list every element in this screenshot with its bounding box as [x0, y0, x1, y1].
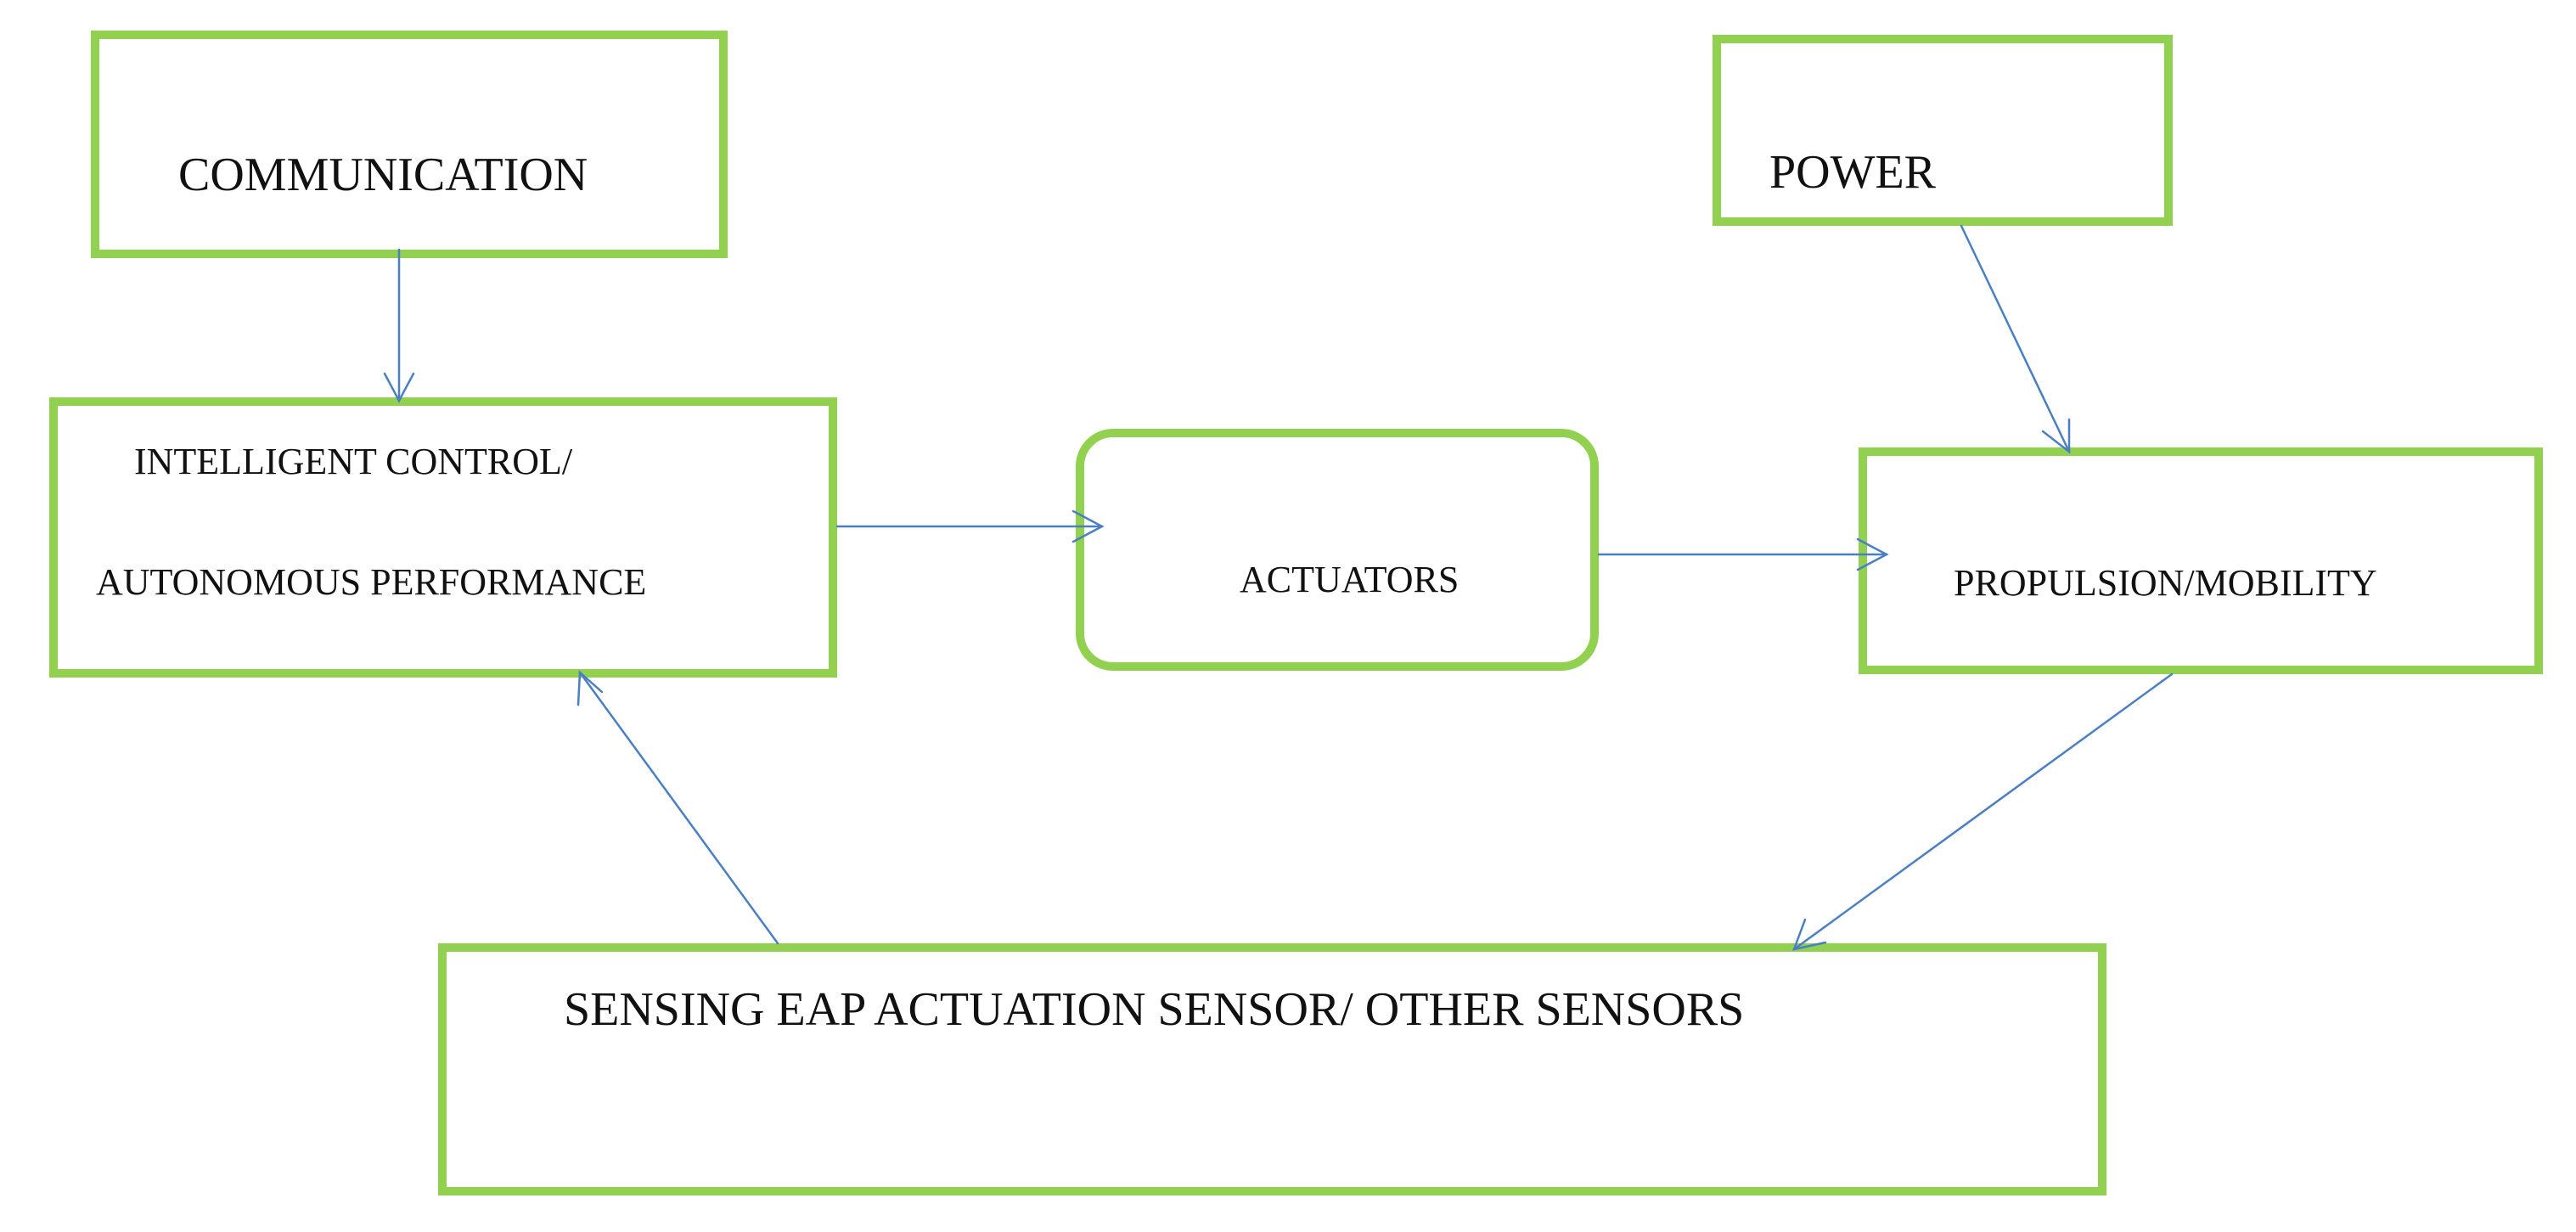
communication-label: COMMUNICATION — [178, 149, 588, 201]
intelligent-control-label-line1: INTELLIGENT CONTROL/ — [134, 441, 573, 482]
propulsion-mobility-box: PROPULSION/MOBILITY — [1859, 447, 2543, 674]
sensing-box: SENSING EAP ACTUATION SENSOR/ OTHER SENS… — [438, 943, 2106, 1195]
communication-box: COMMUNICATION — [91, 31, 728, 258]
arrow-actuators-to-propulsion — [1597, 537, 1889, 571]
intelligent-control-box: INTELLIGENT CONTROL/ AUTONOMOUS PERFORMA… — [49, 397, 837, 678]
sensing-label: SENSING EAP ACTUATION SENSOR/ OTHER SENS… — [564, 983, 1745, 1036]
power-label: POWER — [1769, 146, 1936, 199]
arrow-power-to-propulsion — [1960, 224, 2071, 454]
arrow-intelligent-control-to-actuators — [835, 509, 1105, 543]
intelligent-control-label-line2: AUTONOMOUS PERFORMANCE — [96, 561, 647, 603]
actuators-label: ACTUATORS — [1240, 559, 1460, 600]
arrow-sensing-to-intelligent-control — [577, 670, 779, 945]
arrow-communication-to-intelligent-control — [383, 248, 415, 403]
arrow-propulsion-to-sensing — [1792, 672, 2174, 951]
propulsion-mobility-label: PROPULSION/MOBILITY — [1954, 562, 2377, 604]
actuators-box: ACTUATORS — [1076, 429, 1599, 671]
power-box: POWER — [1713, 35, 2173, 226]
